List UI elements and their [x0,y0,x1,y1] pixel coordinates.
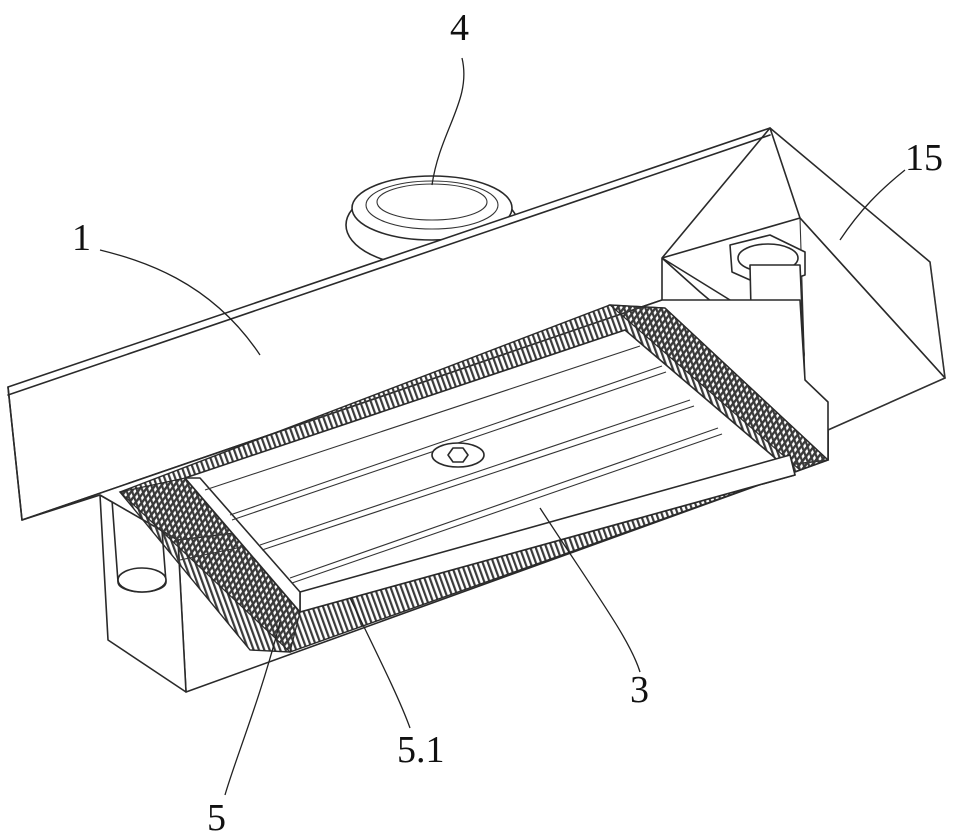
leader-lines [99,57,906,796]
socket-screw [431,442,485,468]
label-3: 3 [630,669,649,711]
label-5-1: 5.1 [397,729,445,771]
label-15: 15 [905,137,943,179]
plate-3 [184,329,796,613]
label-4: 4 [450,7,469,49]
label-1: 1 [72,217,91,259]
label-5: 5 [207,797,226,838]
